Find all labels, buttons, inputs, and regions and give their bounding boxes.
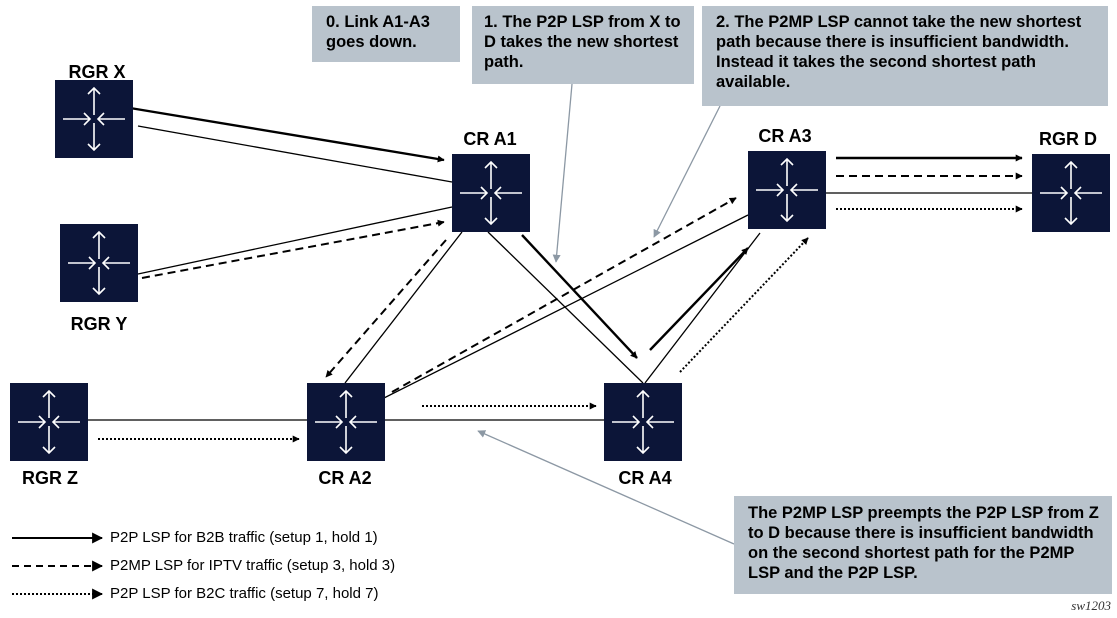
physical-links: [88, 125, 1032, 421]
leader-step1: [552, 83, 573, 263]
label-cr-a4: CR A4: [618, 468, 671, 488]
link-y-a1: [137, 206, 453, 275]
label-rgr-y: RGR Y: [71, 314, 128, 334]
callout-preempt: The P2MP LSP preempts the P2P LSP from Z…: [734, 496, 1112, 594]
label-rgr-d: RGR D: [1039, 129, 1097, 149]
legend-dotted-line-icon: [12, 588, 104, 600]
label-rgr-x: RGR X: [68, 62, 125, 82]
callout-step1-text: 1. The P2P LSP from X to D takes the new…: [484, 13, 681, 71]
router-icon-rgr-x[interactable]: [54, 79, 134, 159]
link-x-a1: [137, 125, 453, 183]
callout-step2-text: 2. The P2MP LSP cannot take the new shor…: [716, 13, 1082, 91]
legend-dashed-line-icon: [12, 560, 104, 572]
router-icon-rgr-z[interactable]: [9, 382, 89, 462]
legend-solid-line-icon: [12, 532, 104, 544]
label-rgr-z: RGR Z: [22, 468, 78, 488]
link-a1-a2: [344, 231, 463, 384]
lsp-dashed-y-a1: [141, 219, 445, 279]
lsp-solid-a1-a4: [521, 234, 638, 359]
lsp-dotted-a4-a3: [679, 237, 809, 373]
label-cr-a3: CR A3: [758, 126, 811, 146]
callout-step0: 0. Link A1-A3 goes down.: [312, 6, 460, 62]
callout-step0-text: 0. Link A1-A3 goes down.: [326, 13, 430, 51]
link-a4-a3: [644, 232, 761, 384]
router-icon-cr-a2[interactable]: [306, 382, 386, 462]
p2p-b2b-lsp: [129, 106, 1023, 359]
leader-step2: [653, 105, 721, 238]
lsp-dashed-a2-a3: [391, 197, 737, 393]
callout-step1: 1. The P2P LSP from X to D takes the new…: [472, 6, 694, 84]
callout-step2: 2. The P2MP LSP cannot take the new shor…: [702, 6, 1108, 106]
router-icon-rgr-d[interactable]: [1031, 153, 1111, 233]
callout-leaders: [477, 83, 735, 545]
router-icon-rgr-y[interactable]: [59, 223, 139, 303]
p2p-b2c-lsp: [98, 205, 1023, 443]
router-icon-cr-a1[interactable]: [451, 153, 531, 233]
p2mp-iptv-lsp: [141, 172, 1023, 393]
link-a2-a3: [379, 214, 749, 401]
label-cr-a2: CR A2: [318, 468, 371, 488]
link-a1-a4: [487, 231, 644, 384]
lsp-dashed-a1-a2: [325, 239, 447, 378]
callout-preempt-text: The P2MP LSP preempts the P2P LSP from Z…: [748, 504, 1099, 582]
router-icon-cr-a4[interactable]: [603, 382, 683, 462]
legend-label-dotted: P2P LSP for B2C traffic (setup 7, hold 7…: [110, 585, 379, 602]
router-icon-cr-a3[interactable]: [747, 150, 827, 230]
legend-label-dashed: P2MP LSP for IPTV traffic (setup 3, hold…: [110, 557, 396, 574]
figure-id: sw1203: [1071, 598, 1111, 613]
legend-label-solid: P2P LSP for B2B traffic (setup 1, hold 1…: [110, 529, 378, 546]
leader-preempt: [477, 430, 735, 545]
label-cr-a1: CR A1: [463, 129, 516, 149]
lsp-solid-x-a1: [129, 106, 445, 163]
lsp-solid-a4-a3: [649, 247, 749, 351]
